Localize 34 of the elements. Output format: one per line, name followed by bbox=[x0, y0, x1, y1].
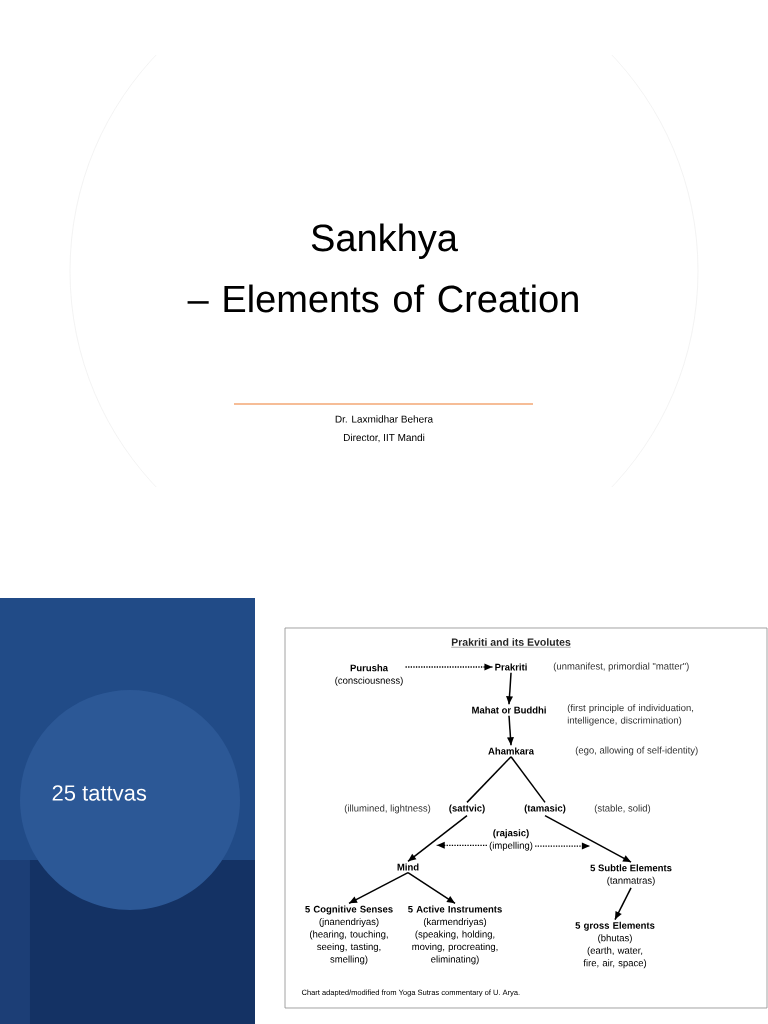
author-name: Dr. Laxmidhar Behera bbox=[335, 415, 434, 423]
arrow bbox=[506, 671, 513, 706]
arrow bbox=[404, 663, 494, 671]
chart-term: Prakriti bbox=[495, 663, 527, 671]
term-description: (illumined, lightness) bbox=[344, 804, 431, 814]
chart-term: Mahat or Buddhi bbox=[472, 706, 546, 714]
arrow bbox=[436, 841, 488, 849]
arrow bbox=[507, 714, 514, 747]
chart-term: (tamasic) bbox=[524, 804, 566, 814]
arrow bbox=[407, 814, 468, 863]
term-description: (ego, allowing of self-identity) bbox=[575, 746, 698, 756]
chart-term: (rajasic) (impelling) bbox=[489, 829, 533, 851]
chart-term: 5 Cognitive Senses (jnanendriyas) (hearing, touching, seeing, tasting, smelling) bbox=[305, 905, 393, 965]
term-description: (stable, solid) bbox=[594, 804, 651, 814]
term-description: (unmanifest, primordial "matter") bbox=[553, 662, 689, 672]
chart-term: Purusha (consciousness) bbox=[335, 664, 403, 686]
arrow bbox=[544, 814, 632, 863]
connector-line bbox=[466, 755, 512, 804]
chart-term: 5 Subtle Elements (tanmatras) bbox=[590, 864, 672, 886]
author-role: Director, IIT Mandi bbox=[344, 433, 425, 443]
arrow bbox=[407, 871, 456, 905]
chart-term: Mind bbox=[397, 863, 419, 871]
chart-term: (sattvic) bbox=[449, 804, 485, 814]
term-description: (first principle of individuation, intelligence, discrimination) bbox=[567, 704, 694, 726]
arrow bbox=[614, 887, 632, 921]
chart-term: Ahamkara bbox=[488, 747, 535, 755]
chart-term: 5 gross Elements (bhutas) (earth, water, fire, air, space) bbox=[575, 921, 655, 969]
connector-line bbox=[510, 755, 546, 804]
chart-term: 5 Active Instruments (karmendriyas) (speaking, holding, moving, procreating, eliminating) bbox=[408, 905, 502, 965]
slide-heading: 25 tattvas bbox=[52, 785, 147, 801]
chart-title: Prakriti and its Evolutes bbox=[451, 638, 572, 648]
arrow bbox=[348, 871, 409, 905]
arrow bbox=[534, 842, 591, 850]
title: Sankhya – Elements of Creation bbox=[187, 223, 578, 313]
